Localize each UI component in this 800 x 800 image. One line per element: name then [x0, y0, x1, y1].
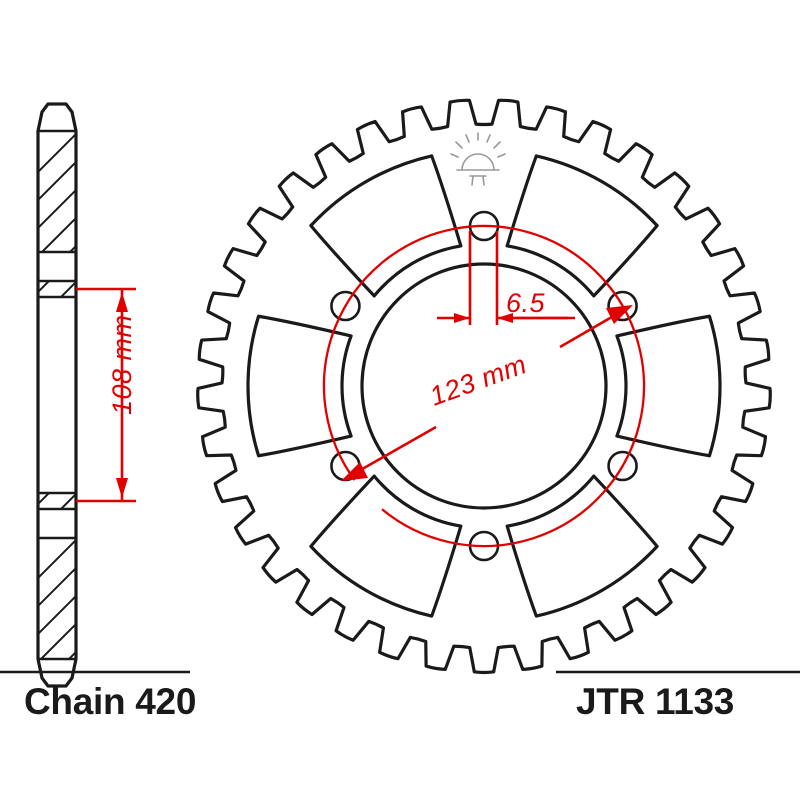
sun-dome-icon [461, 153, 495, 171]
section-hatch-upper-strip [38, 281, 76, 297]
center-bore [360, 262, 608, 510]
sprocket-face-view [196, 98, 772, 675]
part-number-label: JTR 1133 [576, 681, 734, 722]
sprocket-section-view [36, 102, 78, 688]
arrowhead-top [116, 292, 128, 312]
sprocket-teeth-outline [196, 98, 772, 675]
lightening-hole [246, 314, 353, 458]
arrowhead-123-upper [606, 305, 633, 324]
bolt-hole [607, 450, 638, 482]
lightening-hole [505, 154, 659, 298]
dimension-6p5: 6.5 [437, 231, 575, 325]
sun-base-glyph-icon [469, 175, 487, 186]
dimension-123mm-label: 123 mm [426, 349, 531, 412]
leader-123-upper [559, 312, 618, 349]
leader-123-lower [356, 425, 437, 474]
dimension-108mm: 108 mm [76, 287, 137, 503]
lightening-hole [309, 474, 463, 618]
section-outline [36, 102, 78, 688]
dimension-6p5-label: 6.5 [506, 288, 546, 318]
sunrise-logo [450, 132, 506, 186]
lightening-hole [615, 314, 722, 458]
bolt-circle-dimension: 123 mm [322, 224, 646, 548]
arrowhead-123-lower [341, 462, 368, 481]
sun-rays-icon [450, 132, 506, 158]
pitch-circle-diameter-arc [322, 224, 646, 548]
chain-label: Chain 420 [24, 681, 196, 722]
bolt-hole [607, 290, 638, 322]
dimension-108mm-label: 108 mm [107, 314, 137, 415]
lightening-hole [505, 474, 659, 618]
arrowhead-left [454, 313, 470, 323]
lightening-holes [246, 154, 722, 618]
section-hatch-lower-strip [38, 493, 76, 509]
arrowhead-bottom [116, 478, 128, 498]
lightening-hole [309, 154, 463, 298]
section-hatch-upper [38, 132, 76, 252]
bolt-hole [330, 290, 361, 322]
section-hatch-lower [38, 538, 76, 659]
